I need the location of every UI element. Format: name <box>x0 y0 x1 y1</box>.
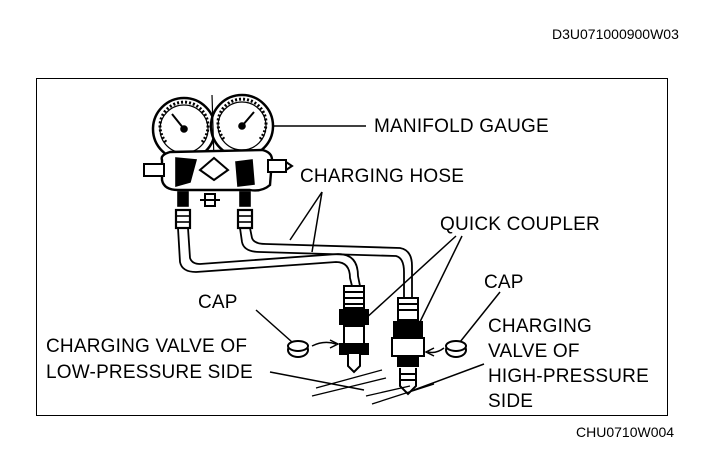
low-pressure-cap <box>287 340 309 358</box>
high-pressure-valve-label-line1: CHARGING <box>488 316 592 337</box>
leader-lines <box>255 125 501 391</box>
low-pressure-valve-label-line2: LOW-PRESSURE SIDE <box>46 362 253 383</box>
manifold-gauge-label: MANIFOLD GAUGE <box>374 116 549 137</box>
manifold-body <box>143 148 294 207</box>
charging-hose-label: CHARGING HOSE <box>300 166 465 187</box>
low-pressure-charging-hose <box>177 227 361 287</box>
cap-right-label: CAP <box>484 272 524 293</box>
low-pressure-quick-coupler <box>339 285 369 374</box>
illustration-frame <box>36 78 668 416</box>
high-pressure-valve-label-line4: SIDE <box>488 391 534 412</box>
low-pressure-valve-label-line1: CHARGING VALVE OF <box>46 336 248 357</box>
cap-left-label: CAP <box>198 292 238 313</box>
high-pressure-valve-label-line2: VALVE OF <box>488 341 580 362</box>
document-code-bottom: CHU0710W004 <box>576 424 675 440</box>
high-pressure-charging-hose <box>239 227 413 298</box>
high-pressure-cap <box>445 340 467 358</box>
high-pressure-valve-label-line3: HIGH-PRESSURE <box>488 366 649 387</box>
document-code-top: D3U071000900W03 <box>552 26 679 42</box>
quick-coupler-label: QUICK COUPLER <box>440 214 600 235</box>
high-pressure-quick-coupler <box>391 297 425 396</box>
high-pressure-gauge <box>209 93 275 159</box>
